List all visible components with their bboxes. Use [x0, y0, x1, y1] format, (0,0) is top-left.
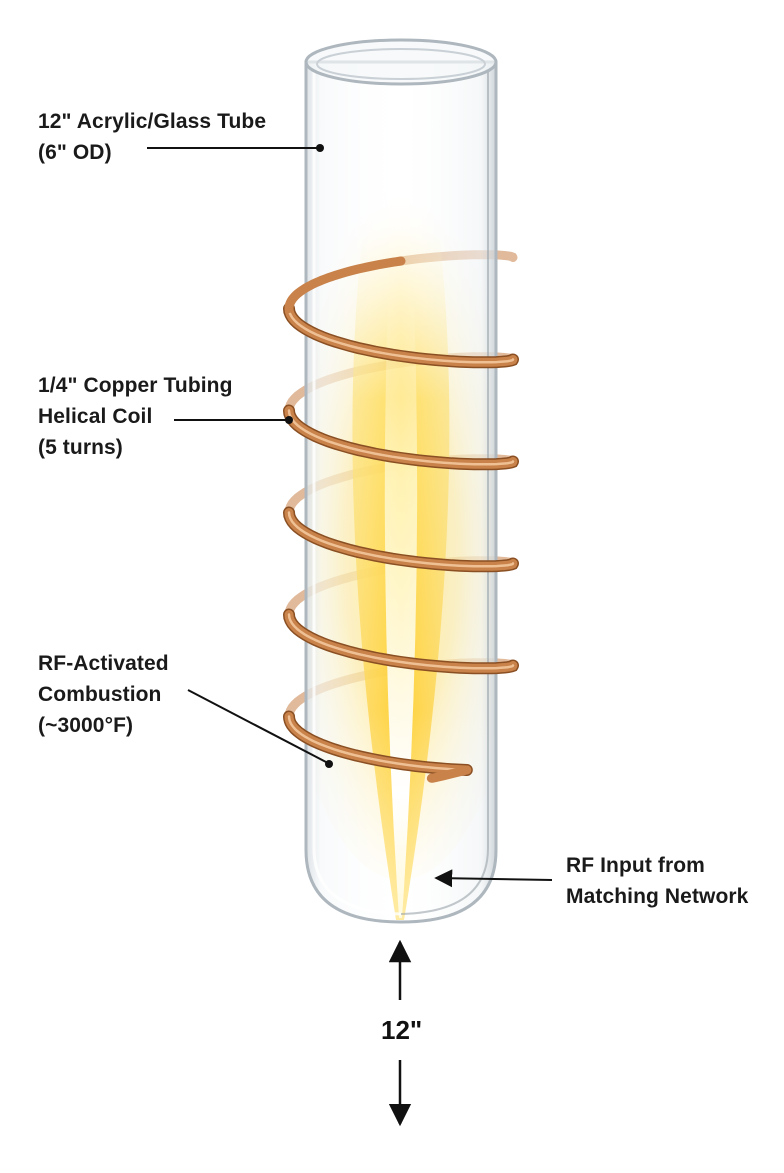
combustion-leader [187, 689, 327, 763]
glass-tube [304, 60, 498, 924]
rf-input-label: RF Input from Matching Network [566, 850, 748, 912]
tube-label: 12" Acrylic/Glass Tube (6" OD) [38, 106, 266, 168]
coil-label-line2: Helical Coil [38, 405, 153, 428]
tube-rim [304, 38, 498, 86]
combustion-leader-dot [325, 760, 333, 768]
tube-label-line2: (6" OD) [38, 141, 112, 164]
tube-leader-dot [316, 144, 324, 152]
coil-lead-bottom [426, 765, 472, 783]
combustion-label: RF-Activated Combustion (~3000°F) [38, 648, 169, 741]
coil-label-line3: (5 turns) [38, 436, 123, 459]
coil-leader-dot [285, 416, 293, 424]
copper-helical-coil [283, 256, 519, 783]
coil-turn-front-5-highlight [287, 715, 469, 772]
coil-label-line1: 1/4" Copper Tubing [38, 374, 233, 397]
rf-input-arrow [434, 869, 553, 888]
coil-turn-front-1-highlight [287, 307, 515, 364]
combustion-label-line3: (~3000°F) [38, 714, 134, 737]
dimension-length-label: 12" [381, 1015, 423, 1045]
combustion-label-line1: RF-Activated [38, 652, 169, 675]
leader-lines [147, 144, 553, 888]
coil-lead-top [284, 256, 406, 313]
combustion-label-line2: Combustion [38, 683, 162, 706]
coil-label: 1/4" Copper Tubing Helical Coil (5 turns… [38, 370, 233, 463]
rf-input-label-line2: Matching Network [566, 885, 749, 908]
coil-turn-front-3-highlight [287, 511, 515, 568]
coil-turn-front-2-highlight [287, 409, 515, 466]
tube-label-line1: 12" Acrylic/Glass Tube [38, 110, 267, 133]
coil-turn-front-4-highlight [287, 613, 515, 670]
rf-input-label-line1: RF Input from [566, 854, 705, 877]
